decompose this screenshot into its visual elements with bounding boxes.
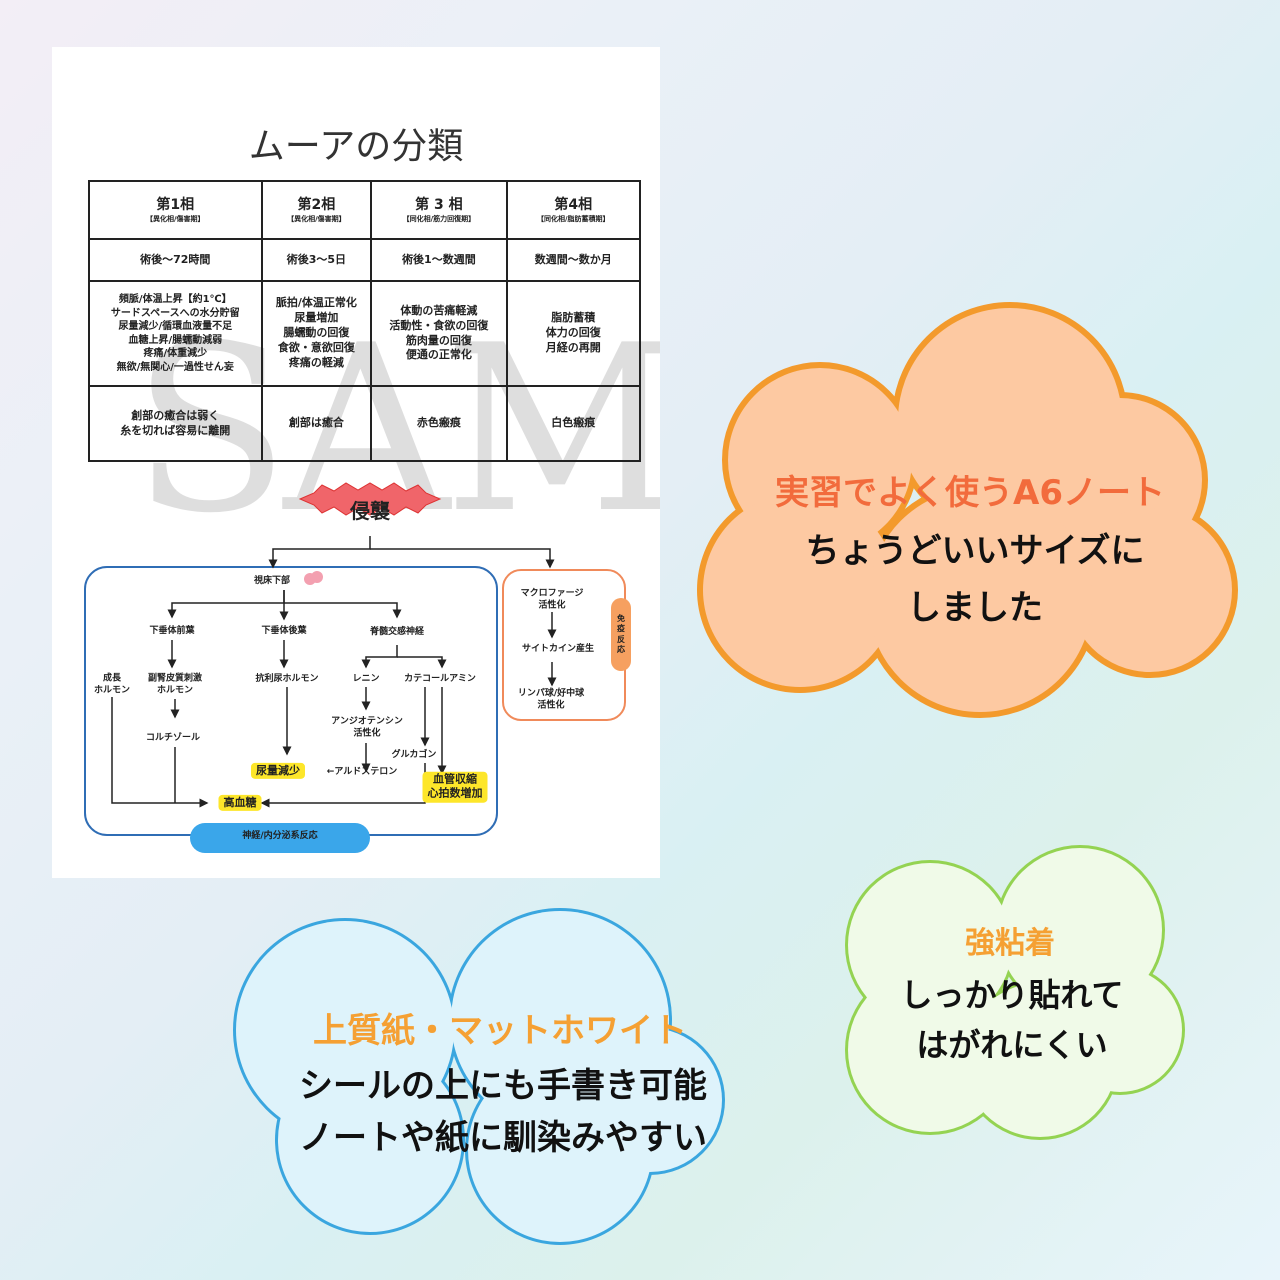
cortisol-node: コルチゾール — [145, 733, 201, 744]
phase-signs: 脈拍/体温正常化尿量増加腸蠕動の回復食欲・意欲回復疼痛の軽減 — [260, 280, 373, 387]
hyperglycemia-node: 高血糖 — [218, 794, 262, 812]
hypothalamus-node: 視床下部 — [253, 576, 291, 587]
phase-name: 第1相 — [156, 196, 195, 213]
orange-cloud-line1: ちょうどいいサイズに — [805, 531, 1145, 571]
green-cloud-line1: しっかり貼れて — [900, 976, 1124, 1014]
sign-item: 頻脈/体温上昇【約1℃】 — [118, 294, 232, 305]
sign-item: 筋肉量の回復 — [405, 333, 472, 347]
green-cloud-line2: はがれにくい — [916, 1026, 1108, 1064]
invasion-label: 侵襲 — [350, 499, 390, 523]
sign-item: 無欲/無関心/一過性せん妄 — [116, 361, 234, 373]
sign-item: 体動の苦痛軽減 — [400, 303, 478, 317]
neuroendocrine-label: 神経/内分泌系反応 — [242, 831, 318, 842]
phase-period: 数週間～数か月 — [505, 238, 642, 282]
sign-item: 疼痛の軽減 — [288, 355, 344, 369]
lymphocyte-node: リンパ球/好中球 活性化 — [517, 688, 585, 710]
blue-cloud-line2: ノートや紙に馴染みやすい — [299, 1118, 707, 1158]
cytokine-node: サイトカイン産生 — [521, 644, 595, 655]
renin-node: レニン — [352, 674, 380, 685]
blue-cloud-line1: シールの上にも手書き可能 — [299, 1066, 707, 1106]
immune-label: 免疫反応 — [617, 614, 625, 655]
neuroendocrine-pill — [190, 823, 370, 853]
invasion-burst — [298, 482, 442, 516]
note-sample-sheet: SAM ムーアの分類 第1相【異化相/傷害期】第2相【異化相/傷害期】第 3 相… — [52, 47, 660, 878]
diagram-connectors — [84, 482, 631, 853]
immune-pill — [611, 598, 631, 671]
phase-wound: 創部は癒合 — [260, 385, 373, 462]
anterior-pituitary-node: 下垂体前葉 — [149, 626, 195, 637]
sign-item: 腸蠕動の回復 — [283, 326, 350, 340]
orange-cloud-line2: しました — [907, 588, 1043, 628]
moore-classification-table: 第1相【異化相/傷害期】第2相【異化相/傷害期】第 3 相【同化相/筋力回復期】… — [88, 180, 642, 462]
phase-subtitle: 【同化相/筋力回復期】 — [402, 214, 476, 223]
sign-item: 血糖上昇/腸蠕動減弱 — [128, 334, 223, 346]
oliguria-node: 尿量減少 — [251, 762, 305, 780]
phase-name: 第2相 — [297, 196, 336, 213]
phase-subtitle: 【異化相/傷害期】 — [146, 214, 205, 223]
acth-node: 副腎皮質刺激 ホルモン — [147, 673, 203, 695]
sign-item: 脂肪蓄積 — [551, 311, 596, 325]
sign-item: 月経の再開 — [545, 340, 601, 354]
phase-subtitle: 【同化相/脂肪蓄積期】 — [537, 214, 610, 223]
green-cloud — [845, 845, 1185, 1140]
sign-item: 便通の正常化 — [405, 348, 472, 362]
sign-item: 食欲・意欲回復 — [277, 340, 355, 354]
phase-wound: 創部の癒合は弱く 糸を切れば容易に離開 — [88, 385, 263, 462]
sheet-title: ムーアの分類 — [248, 126, 464, 167]
phase-period: 術後3～5日 — [260, 238, 373, 282]
vasoconstriction-node: 血管収縮 心拍数増加 — [422, 771, 488, 803]
blue-cloud-headline: 上質紙・マットホワイト — [313, 1011, 687, 1051]
sign-item: 体力の回復 — [545, 326, 601, 340]
angiotensin-node: アンジオテンシン 活性化 — [331, 716, 403, 738]
phase-signs: 頻脈/体温上昇【約1℃】サードスペースへの水分貯留尿量減少/循環血液量不足血糖上… — [88, 280, 263, 387]
growth-hormone-node: 成長 ホルモン — [93, 673, 131, 695]
sign-item: 尿量増加 — [294, 311, 339, 325]
macrophage-node: マクロファージ 活性化 — [520, 588, 584, 610]
orange-cloud — [697, 302, 1238, 718]
green-cloud-headline: 強粘着 — [965, 926, 1055, 961]
blue-cloud — [233, 908, 725, 1245]
sign-item: 尿量減少/循環血液量不足 — [118, 321, 233, 332]
adh-node: 抗利尿ホルモン — [255, 674, 319, 685]
glucagon-node: グルカゴン — [391, 750, 437, 761]
sign-item: 脈拍/体温正常化 — [275, 296, 357, 310]
phase-signs: 脂肪蓄積体力の回復月経の再開 — [505, 280, 642, 387]
phase-header: 第1相【異化相/傷害期】 — [88, 180, 263, 240]
phase-period: 術後1～数週間 — [370, 238, 508, 282]
sympathetic-node: 脊髄交感神経 — [369, 627, 425, 638]
phase-signs: 体動の苦痛軽減活動性・食欲の回復筋肉量の回復便通の正常化 — [370, 280, 508, 387]
catecholamine-node: カテコールアミン — [404, 674, 476, 685]
phase-subtitle: 【異化相/傷害期】 — [287, 214, 346, 223]
sign-item: 活動性・食欲の回復 — [389, 318, 489, 332]
phase-wound: 赤色瘢痕 — [370, 385, 508, 462]
posterior-pituitary-node: 下垂体後葉 — [261, 626, 307, 637]
phase-name: 第4相 — [554, 196, 593, 213]
phase-header: 第 3 相【同化相/筋力回復期】 — [370, 180, 508, 240]
phase-name: 第 3 相 — [415, 196, 463, 213]
orange-cloud-headline: 実習でよく使うA6ノート — [775, 473, 1165, 513]
phase-period: 術後～72時間 — [88, 238, 263, 282]
sign-item: サードスペースへの水分貯留 — [110, 307, 240, 319]
aldosterone-node: ←アルドステロン — [326, 767, 398, 778]
phase-header: 第4相【同化相/脂肪蓄積期】 — [505, 180, 642, 240]
phase-header: 第2相【異化相/傷害期】 — [260, 180, 373, 240]
phase-wound: 白色瘢痕 — [505, 385, 642, 462]
sign-item: 疼痛/体重減少 — [143, 348, 208, 359]
